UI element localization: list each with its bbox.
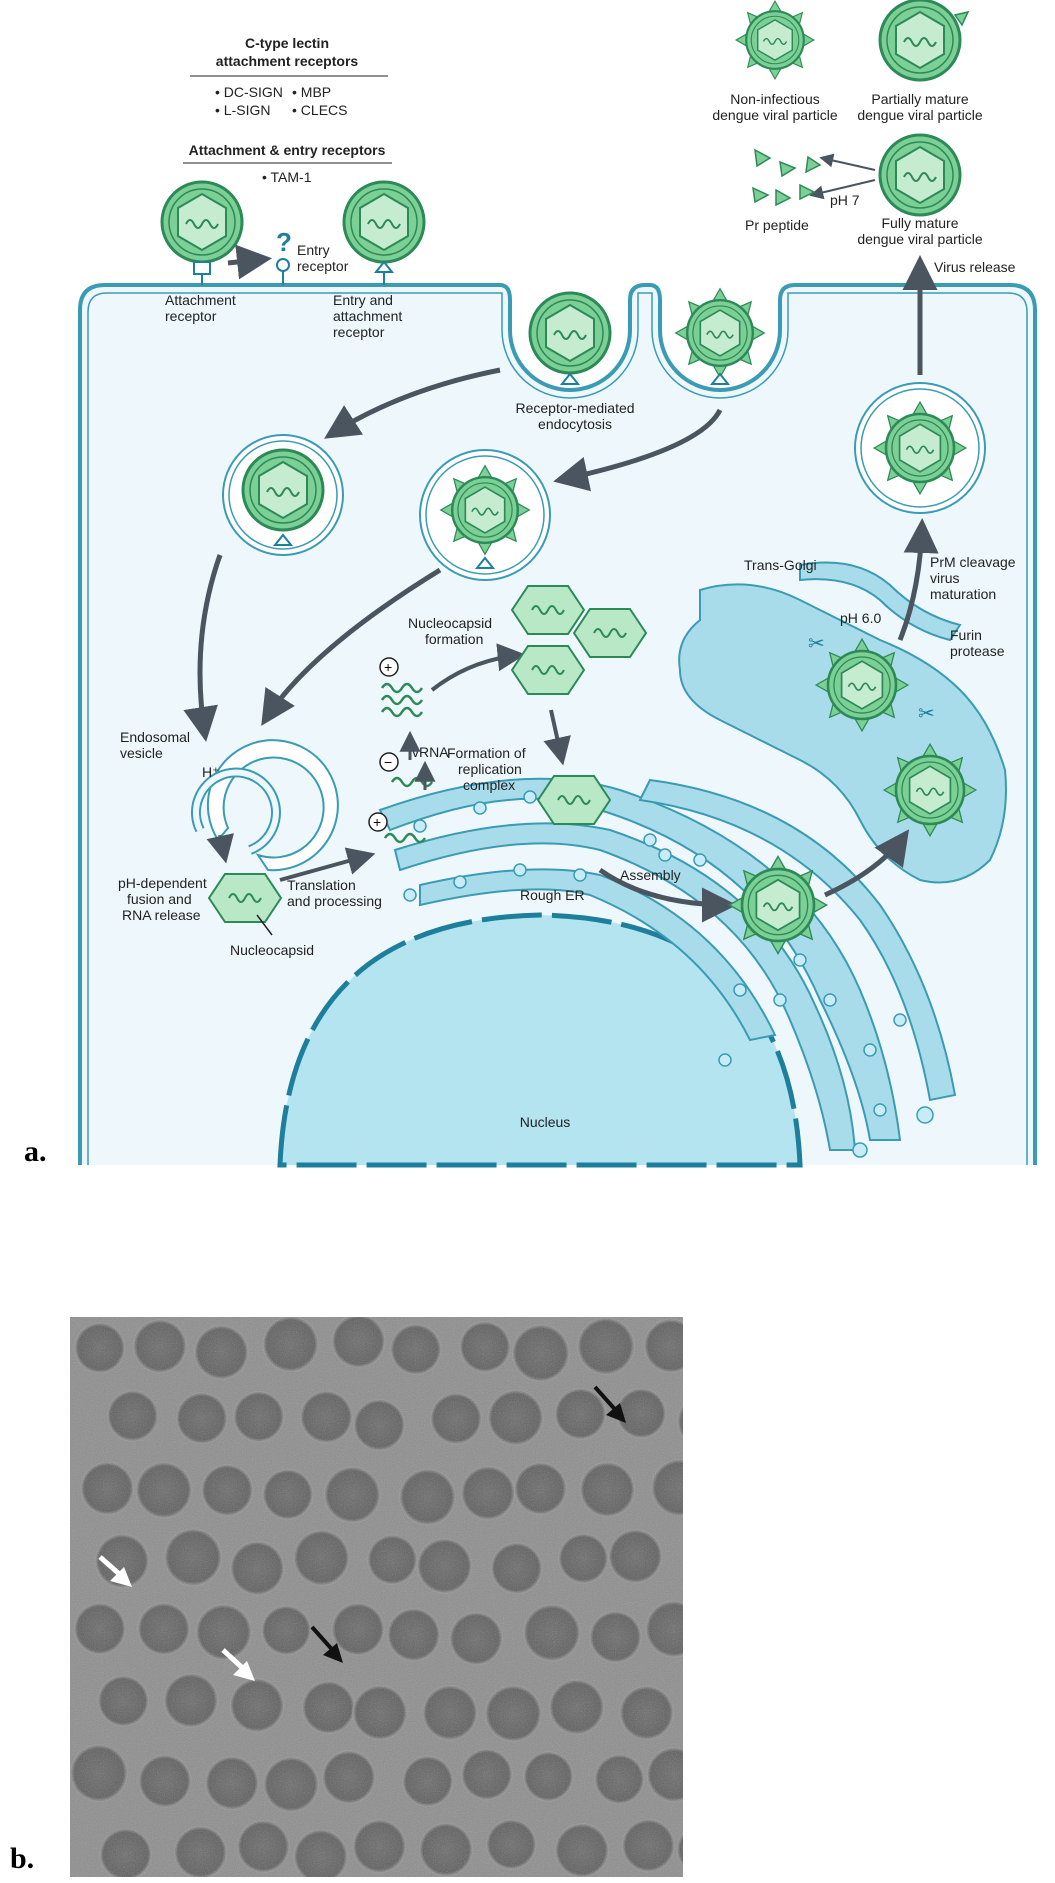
entry-item-1: • TAM-1	[262, 169, 312, 185]
nucleocapsid-released	[208, 873, 282, 923]
entry-attach-label-3: receptor	[333, 324, 385, 340]
attachment-receptor-label-1: Attachment	[165, 292, 236, 308]
white-arrow-1	[98, 1555, 132, 1587]
prm-label-3: maturation	[930, 586, 996, 602]
nucleocapsid-label: Nucleocapsid	[230, 942, 314, 958]
lectin-item-4: • CLECS	[292, 102, 347, 118]
virus-attached	[160, 180, 244, 264]
virus-release-label: Virus release	[934, 259, 1016, 275]
capsid-1	[511, 585, 585, 635]
virus-non-infectious	[736, 1, 814, 79]
endosomal-label-1: Endosomal	[120, 729, 190, 745]
partially-mature-label-1: Partially mature	[871, 91, 968, 107]
ph-fusion-label-2: fusion and	[127, 891, 192, 907]
minus-sign: −	[384, 754, 392, 770]
capsid-3	[511, 645, 585, 695]
question-mark: ?	[276, 227, 292, 257]
lectin-title-1: C-type lectin	[245, 35, 329, 51]
replication-label-2: replication	[458, 761, 522, 777]
translation-label-1: Translation	[287, 877, 356, 893]
virus-fully-mature	[878, 133, 962, 217]
cryo-em-micrograph	[70, 1317, 683, 1877]
furin-label-1: Furin	[950, 627, 982, 643]
h-plus-label: H⁺	[202, 764, 220, 780]
ph-fusion-label-3: RNA release	[122, 907, 201, 923]
endosomal-label-2: vesicle	[120, 745, 163, 761]
nucleocapsid-formation-label-1: Nucleocapsid	[408, 615, 492, 631]
translation-label-2: and processing	[287, 893, 382, 909]
capsid-2	[573, 608, 647, 658]
black-arrow-1	[593, 1385, 626, 1423]
virus-secretory	[874, 402, 966, 494]
lectin-item-3: • L-SIGN	[215, 102, 270, 118]
virus-endosome-2	[441, 466, 530, 555]
plus-sign-1: +	[373, 814, 381, 830]
virus-entry	[342, 180, 426, 264]
entry-receptor-label-2: receptor	[297, 258, 349, 274]
entry-receptor-label-1: Entry	[297, 242, 330, 258]
rough-er-label: Rough ER	[520, 887, 585, 903]
fully-mature-label-1: Fully mature	[881, 215, 958, 231]
white-arrow-2	[221, 1648, 255, 1681]
ph7-label: pH 7	[830, 192, 860, 208]
prm-label-2: virus	[930, 570, 960, 586]
prm-label-1: PrM cleavage	[930, 554, 1016, 570]
assembly-label: Assembly	[620, 867, 681, 883]
svg-text:✂: ✂	[918, 701, 935, 725]
ph6-label: pH 6.0	[840, 610, 881, 626]
trans-golgi-label: Trans-Golgi	[744, 557, 817, 573]
fully-mature-label-2: dengue viral particle	[857, 231, 983, 247]
lectin-title-2: attachment receptors	[216, 53, 359, 69]
entry-attach-label-2: attachment	[333, 308, 402, 324]
replication-label-3: complex	[463, 777, 515, 793]
non-infectious-label-1: Non-infectious	[730, 91, 820, 107]
nucleocapsid-formation-label-2: formation	[425, 631, 483, 647]
rme-label-2: endocytosis	[538, 416, 612, 432]
rme-label-1: Receptor-mediated	[515, 400, 634, 416]
vrna-label: vRNA	[412, 744, 449, 760]
ph-fusion-label-1: pH-dependent	[118, 875, 207, 891]
pr-peptide-label: Pr peptide	[745, 217, 809, 233]
virus-assembled	[729, 856, 826, 953]
panel-b-letter: b.	[10, 1842, 35, 1875]
nucleus-label: Nucleus	[520, 1114, 571, 1130]
lectin-item-1: • DC-SIGN	[215, 84, 283, 100]
partially-mature-label-2: dengue viral particle	[857, 107, 983, 123]
virus-endocytosis-2	[676, 289, 765, 378]
pr-peptides	[752, 148, 822, 207]
virus-partially-mature	[878, 0, 962, 82]
capsid-budding	[537, 775, 611, 825]
virus-golgi-1	[816, 639, 908, 731]
black-arrow-2	[310, 1625, 343, 1663]
entry-title: Attachment & entry receptors	[189, 142, 386, 158]
furin-label-2: protease	[950, 643, 1005, 659]
virus-endosome-1	[241, 448, 325, 532]
entry-attach-label-1: Entry and	[333, 292, 393, 308]
virus-golgi-2	[884, 744, 976, 836]
lectin-item-2: • MBP	[292, 84, 331, 100]
replication-label-1: Formation of	[447, 745, 526, 761]
dengue-lifecycle-diagram: Nucleus Rough ER Trans-Golgi C-type lect…	[78, 0, 1037, 1168]
plus-sign-2: +	[384, 659, 392, 675]
attachment-receptor-label-2: receptor	[165, 308, 217, 324]
nucleus	[277, 912, 803, 1168]
non-infectious-label-2: dengue viral particle	[712, 107, 838, 123]
panel-a-letter: a.	[24, 1135, 47, 1168]
svg-text:✂: ✂	[808, 631, 825, 655]
virus-endocytosis-1	[528, 291, 612, 375]
